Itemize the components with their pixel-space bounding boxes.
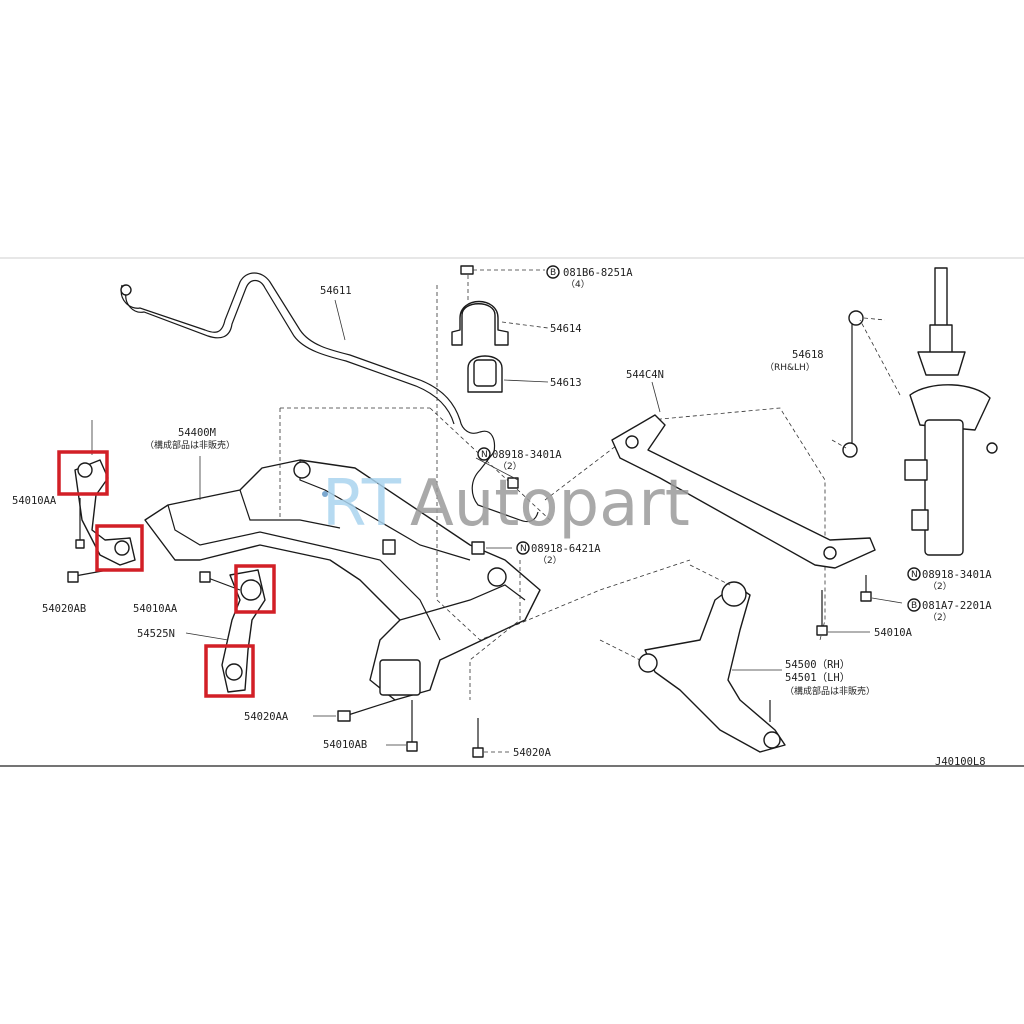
label-54400m: 54400M bbox=[178, 427, 216, 439]
highlight-box-4 bbox=[204, 644, 255, 698]
highlight-box-2 bbox=[95, 524, 144, 572]
label-54618-note: （RH&LH） bbox=[765, 362, 815, 373]
suspension-member bbox=[144, 459, 541, 701]
label-54020aa: 54020AA bbox=[244, 711, 289, 723]
label-54010aa-mid: 54010AA bbox=[133, 603, 178, 615]
label-08918-6421a: 08918-6421A bbox=[531, 543, 601, 555]
circle-b-1: B bbox=[550, 268, 556, 278]
nut-08918-6421a bbox=[471, 541, 512, 555]
figure-code: J40100L8 bbox=[935, 756, 986, 768]
rear-bracket-left bbox=[67, 420, 136, 583]
label-54400m-note: （構成部品は非販売） bbox=[145, 439, 235, 451]
label-54614: 54614 bbox=[550, 323, 582, 335]
label-081b6-8251a: 081B6-8251A bbox=[563, 267, 633, 279]
stabilizer-link bbox=[831, 310, 886, 458]
label-081a7-2201a: 081A7-2201A bbox=[922, 600, 992, 612]
bolt-54010a bbox=[816, 590, 870, 636]
watermark-autopart: Autopart bbox=[410, 467, 690, 541]
label-54618: 54618 bbox=[792, 349, 824, 361]
label-54501-lh: 54501（LH） bbox=[785, 672, 850, 684]
circle-n-2: N bbox=[520, 544, 527, 554]
bolt-54020aa bbox=[313, 699, 396, 722]
label-08918-3401a-top: 08918-3401A bbox=[492, 449, 562, 461]
bolt-081a7 bbox=[860, 575, 903, 604]
circle-b-2: B bbox=[911, 601, 917, 611]
bolt-54010ab bbox=[386, 700, 418, 752]
rear-bracket-middle bbox=[199, 569, 266, 693]
label-54500-note: （構成部品は非販売） bbox=[785, 685, 875, 697]
label-54611: 54611 bbox=[320, 285, 352, 297]
label-54020ab: 54020AB bbox=[42, 603, 86, 615]
bolt-54020a bbox=[472, 718, 510, 758]
label-54010aa-left: 54010AA bbox=[12, 495, 57, 507]
circle-n-1: N bbox=[481, 450, 488, 460]
watermark-rt: RT bbox=[322, 467, 402, 541]
label-54010a: 54010A bbox=[874, 627, 913, 639]
label-08918-3401a-right-qty: （2） bbox=[928, 581, 952, 592]
label-081a7-qty: （2） bbox=[928, 612, 952, 623]
stabilizer-bar bbox=[120, 272, 539, 523]
strut-assembly bbox=[859, 267, 998, 556]
clamp-bolt bbox=[460, 265, 545, 275]
label-544c4n: 544C4N bbox=[626, 369, 664, 381]
label-54020a: 54020A bbox=[513, 747, 552, 759]
member-brace bbox=[611, 381, 876, 569]
stabilizer-bushing bbox=[467, 355, 549, 393]
label-54500-rh: 54500（RH） bbox=[785, 659, 850, 671]
lower-control-arm bbox=[599, 564, 786, 753]
label-54525n: 54525N bbox=[137, 628, 175, 640]
highlight-box-1 bbox=[57, 450, 109, 496]
label-08918-6421a-qty: （2） bbox=[538, 555, 562, 566]
highlight-box-3 bbox=[234, 564, 276, 614]
label-08918-3401a-top-qty: （2） bbox=[498, 461, 522, 472]
assembly-dashed-box bbox=[279, 285, 826, 700]
label-081b6-qty: （4） bbox=[566, 279, 590, 290]
stabilizer-clamp bbox=[451, 275, 549, 346]
nut-08918-3401a bbox=[475, 457, 519, 489]
label-08918-3401a-right: 08918-3401A bbox=[922, 569, 992, 581]
label-54010ab: 54010AB bbox=[323, 739, 367, 751]
label-54613: 54613 bbox=[550, 377, 582, 389]
circle-n-3: N bbox=[911, 570, 918, 580]
